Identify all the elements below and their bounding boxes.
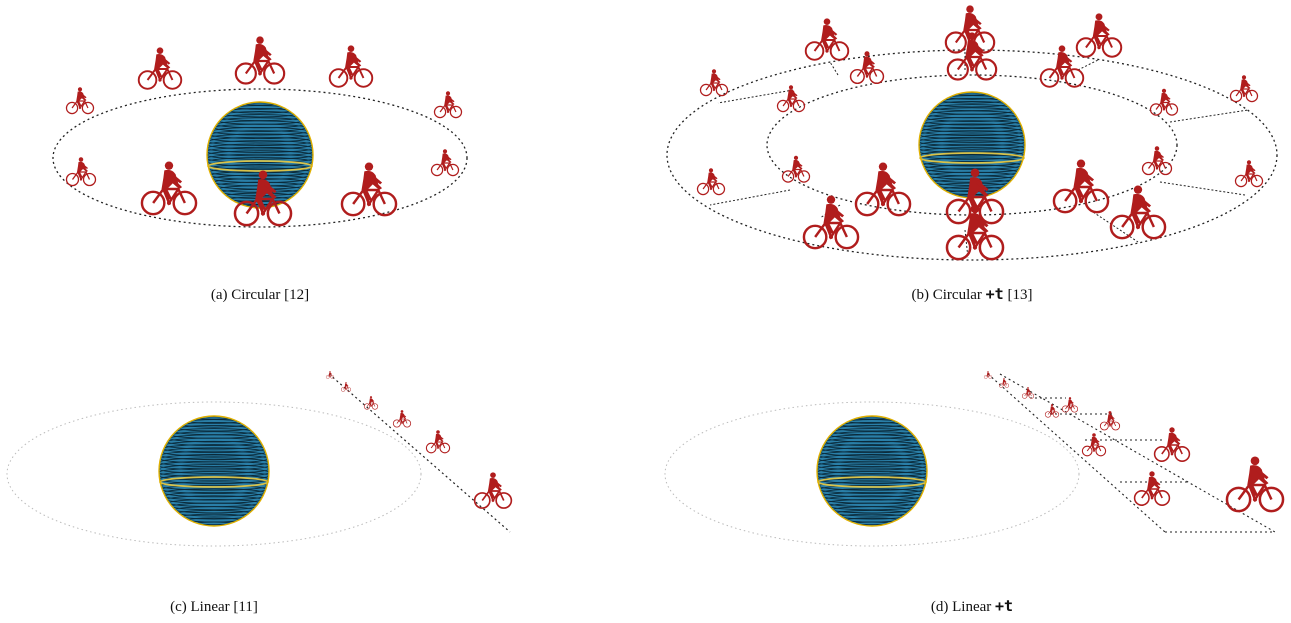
cyclist-icon bbox=[472, 470, 514, 510]
cyclist-icon bbox=[425, 429, 451, 454]
cyclist-icon bbox=[945, 203, 1005, 261]
cyclist-icon bbox=[1229, 73, 1259, 103]
cyclist-icon bbox=[234, 35, 286, 85]
cyclist-icon bbox=[696, 167, 726, 196]
cyclist-icon bbox=[1153, 426, 1191, 463]
cyclist-icon bbox=[946, 31, 998, 81]
caption-d: (d) Linear +t bbox=[931, 597, 1013, 615]
trajectory-lines bbox=[987, 373, 1276, 533]
caption-a: (a) Circular [12] bbox=[211, 287, 309, 303]
sphere bbox=[158, 415, 270, 527]
panel-b: (b) Circular +t [13] bbox=[666, 4, 1278, 303]
cyclist-icon bbox=[340, 161, 398, 217]
cyclist-icon bbox=[1234, 158, 1264, 188]
cyclist-icon bbox=[854, 161, 912, 217]
caption-b: (b) Circular +t [13] bbox=[912, 285, 1033, 303]
cyclist-icon bbox=[433, 89, 463, 119]
inner-orbit-ring bbox=[766, 74, 1178, 216]
orbit-ring bbox=[52, 88, 468, 228]
cyclist-icon bbox=[1061, 396, 1079, 413]
trajectory-line bbox=[328, 373, 511, 533]
cyclist-icon bbox=[328, 44, 374, 88]
cyclist-icon bbox=[1132, 469, 1172, 508]
cyclist-icon bbox=[1021, 386, 1035, 399]
cyclist-icon bbox=[65, 85, 95, 115]
cyclist-icon bbox=[363, 395, 379, 410]
panel-d: (d) Linear +t bbox=[664, 370, 1285, 615]
sphere bbox=[816, 415, 928, 527]
panel-c: (c) Linear [11] bbox=[6, 370, 514, 615]
latitude-line bbox=[919, 140, 1025, 150]
outer-orbit-ring bbox=[666, 49, 1278, 261]
cyclist-icon bbox=[699, 68, 729, 97]
cyclist-icon bbox=[776, 84, 806, 113]
cyclist-icon bbox=[340, 381, 352, 392]
cyclist-icon bbox=[983, 370, 993, 379]
cyclist-icon bbox=[65, 155, 97, 187]
cyclist-icon bbox=[1149, 87, 1179, 117]
latitude-line bbox=[207, 150, 313, 160]
cyclist-icon bbox=[1052, 158, 1110, 214]
cyclist-icon bbox=[802, 194, 860, 250]
cyclist-icon bbox=[430, 147, 460, 177]
caption-c: (c) Linear [11] bbox=[170, 599, 258, 615]
cyclist-icon bbox=[1081, 432, 1107, 457]
cyclist-icon bbox=[804, 17, 850, 61]
cyclist-icon bbox=[998, 377, 1010, 388]
cyclist-icon bbox=[781, 154, 811, 184]
cyclist-icon bbox=[137, 46, 183, 90]
cyclist-icon bbox=[1225, 454, 1285, 514]
faint-orbit-ring bbox=[664, 401, 1080, 547]
cyclist-icon bbox=[392, 409, 412, 428]
cyclist-icon bbox=[140, 160, 198, 216]
cyclist-icon bbox=[1109, 184, 1167, 240]
translation-arrows bbox=[709, 48, 1249, 259]
faint-orbit-ring bbox=[6, 401, 422, 547]
cyclist-icon bbox=[849, 50, 885, 85]
cyclist-icon bbox=[1075, 12, 1123, 58]
cyclist-icon bbox=[1099, 410, 1121, 431]
panel-a: (a) Circular [12] bbox=[52, 35, 468, 303]
cyclist-icon bbox=[1141, 144, 1173, 176]
